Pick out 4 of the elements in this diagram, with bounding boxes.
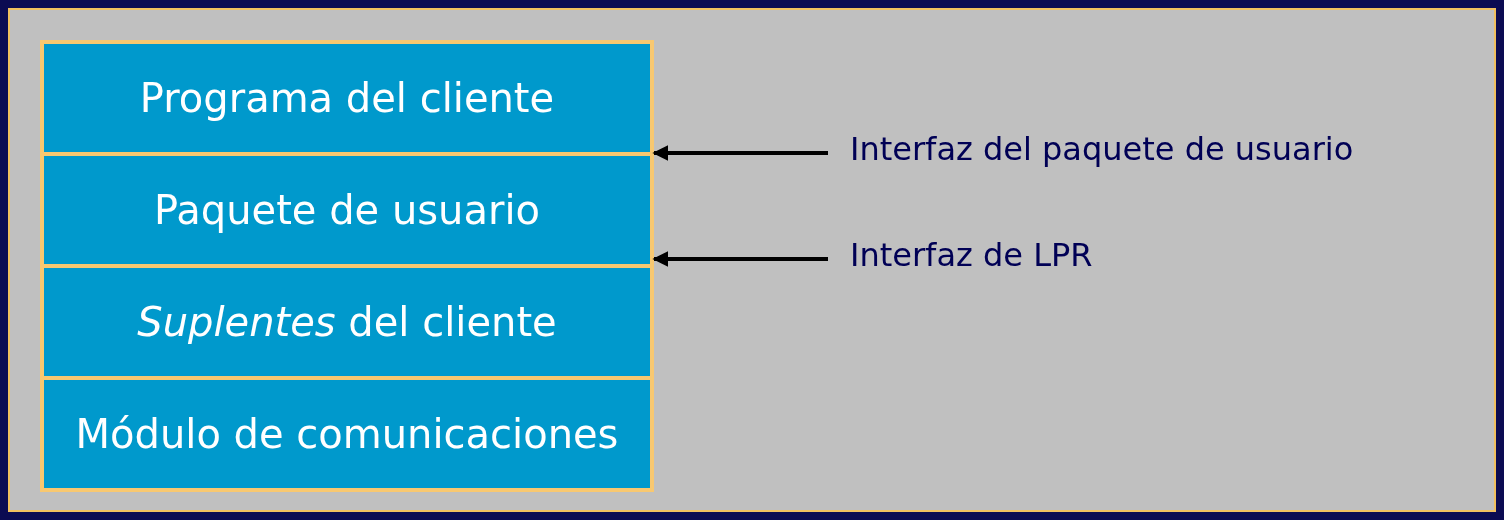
interface-label: Interfaz de LPR — [850, 236, 1093, 274]
arrow — [652, 145, 828, 161]
arrow — [652, 251, 828, 267]
interface-label: Interfaz del paquete de usuario — [850, 130, 1354, 168]
